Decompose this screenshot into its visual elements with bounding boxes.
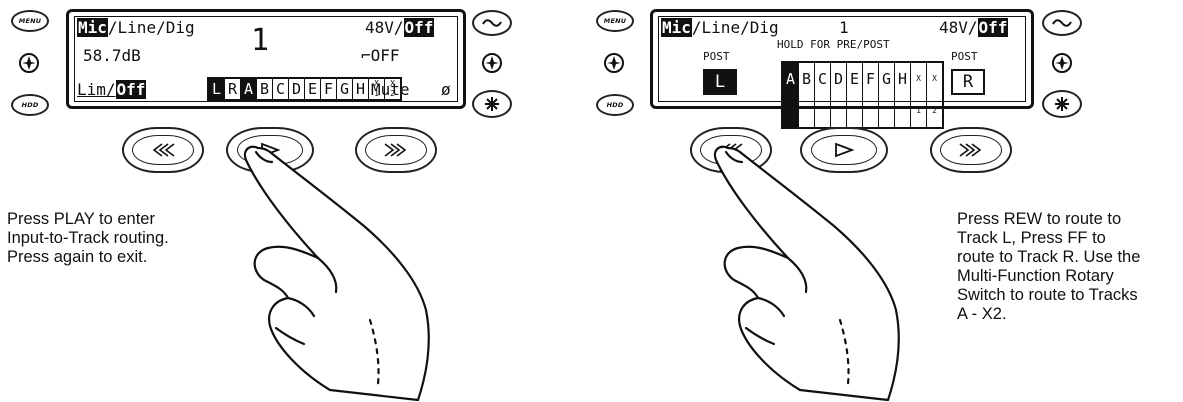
- left-caption: Press PLAY to enter Input-to-Track routi…: [7, 210, 169, 267]
- pointing-hand-icon: [650, 140, 910, 402]
- track-cell: F: [321, 79, 337, 99]
- hdd-button[interactable]: HDD: [596, 94, 634, 116]
- fast-forward-button[interactable]: [930, 127, 1012, 173]
- track-cell: E: [305, 79, 321, 99]
- gain-readout: 58.7dB: [83, 47, 141, 65]
- track-cell: E: [847, 63, 863, 127]
- star-button[interactable]: [1042, 90, 1082, 118]
- mute-label: Mute: [371, 81, 410, 99]
- post-label-left: POST: [703, 51, 730, 63]
- track-cell: C: [273, 79, 289, 99]
- track-cell: B: [257, 79, 273, 99]
- phantom-power: 48V/Off: [939, 19, 1008, 37]
- menu-button[interactable]: MENU: [596, 10, 634, 32]
- right-caption: Press REW to route to Track L, Press FF …: [957, 210, 1140, 324]
- lcd-screen: Mic/Line/Dig 1 48V/Off 58.7dB ⌐OFF Lim/O…: [66, 9, 466, 109]
- track-cell: A: [241, 79, 257, 99]
- star-button[interactable]: [472, 90, 512, 118]
- track-cell: F: [863, 63, 879, 127]
- lcd-screen: Mic/Line/Dig 1 48V/Off HOLD FOR PRE/POST…: [650, 9, 1034, 109]
- asterisk-icon: [483, 95, 501, 113]
- phantom-state: Off: [404, 18, 435, 37]
- track-l-box: L: [703, 69, 737, 95]
- track-cell: C: [815, 63, 831, 127]
- track-cell: G: [337, 79, 353, 99]
- rotary-switch-icon[interactable]: [1050, 51, 1074, 75]
- rotary-switch-icon[interactable]: [602, 51, 626, 75]
- track-cell: R: [225, 79, 241, 99]
- track-cell: G: [879, 63, 895, 127]
- track-cell: B: [799, 63, 815, 127]
- asterisk-icon: [1053, 95, 1071, 113]
- track-r-box: R: [951, 69, 985, 95]
- limiter: Lim/Off: [77, 81, 146, 99]
- wave-icon: [481, 17, 503, 29]
- input-mic: Mic: [77, 18, 108, 37]
- hold-instruction: HOLD FOR PRE/POST: [777, 39, 890, 51]
- phantom-state: Off: [978, 18, 1009, 37]
- limiter-state: Off: [116, 80, 147, 99]
- track-cell: X 2: [927, 63, 942, 127]
- input-select: Mic/Line/Dig: [77, 19, 195, 37]
- track-cell: X 1: [911, 63, 927, 127]
- track-cell: H: [895, 63, 911, 127]
- track-cell: L: [209, 79, 225, 99]
- hdd-button[interactable]: HDD: [11, 94, 49, 116]
- input-options: /Line/Dig: [692, 18, 779, 37]
- input-options: /Line/Dig: [108, 18, 195, 37]
- phantom-power: 48V/Off: [365, 19, 434, 37]
- track-number: 1: [251, 25, 269, 57]
- filter-readout: ⌐OFF: [361, 47, 400, 65]
- track-cell: D: [289, 79, 305, 99]
- headphone-button[interactable]: [1042, 10, 1082, 36]
- input-mic: Mic: [661, 18, 692, 37]
- rotary-switch-icon[interactable]: [17, 51, 41, 75]
- track-cell: D: [831, 63, 847, 127]
- track-routing-row: A B C D E F G H X 1 X 2: [781, 61, 944, 129]
- fast-forward-icon: [956, 142, 986, 158]
- headphone-button[interactable]: [472, 10, 512, 36]
- input-select: Mic/Line/Dig: [661, 19, 779, 37]
- track-cell: H: [353, 79, 369, 99]
- track-number: 1: [839, 19, 849, 37]
- pointing-hand-icon: [180, 140, 440, 402]
- rewind-icon: [148, 142, 178, 158]
- phase-symbol: ø: [441, 81, 451, 99]
- rotary-switch-icon[interactable]: [480, 51, 504, 75]
- wave-icon: [1051, 17, 1073, 29]
- menu-button[interactable]: MENU: [11, 10, 49, 32]
- post-label-right: POST: [951, 51, 978, 63]
- track-cell: A: [783, 63, 799, 127]
